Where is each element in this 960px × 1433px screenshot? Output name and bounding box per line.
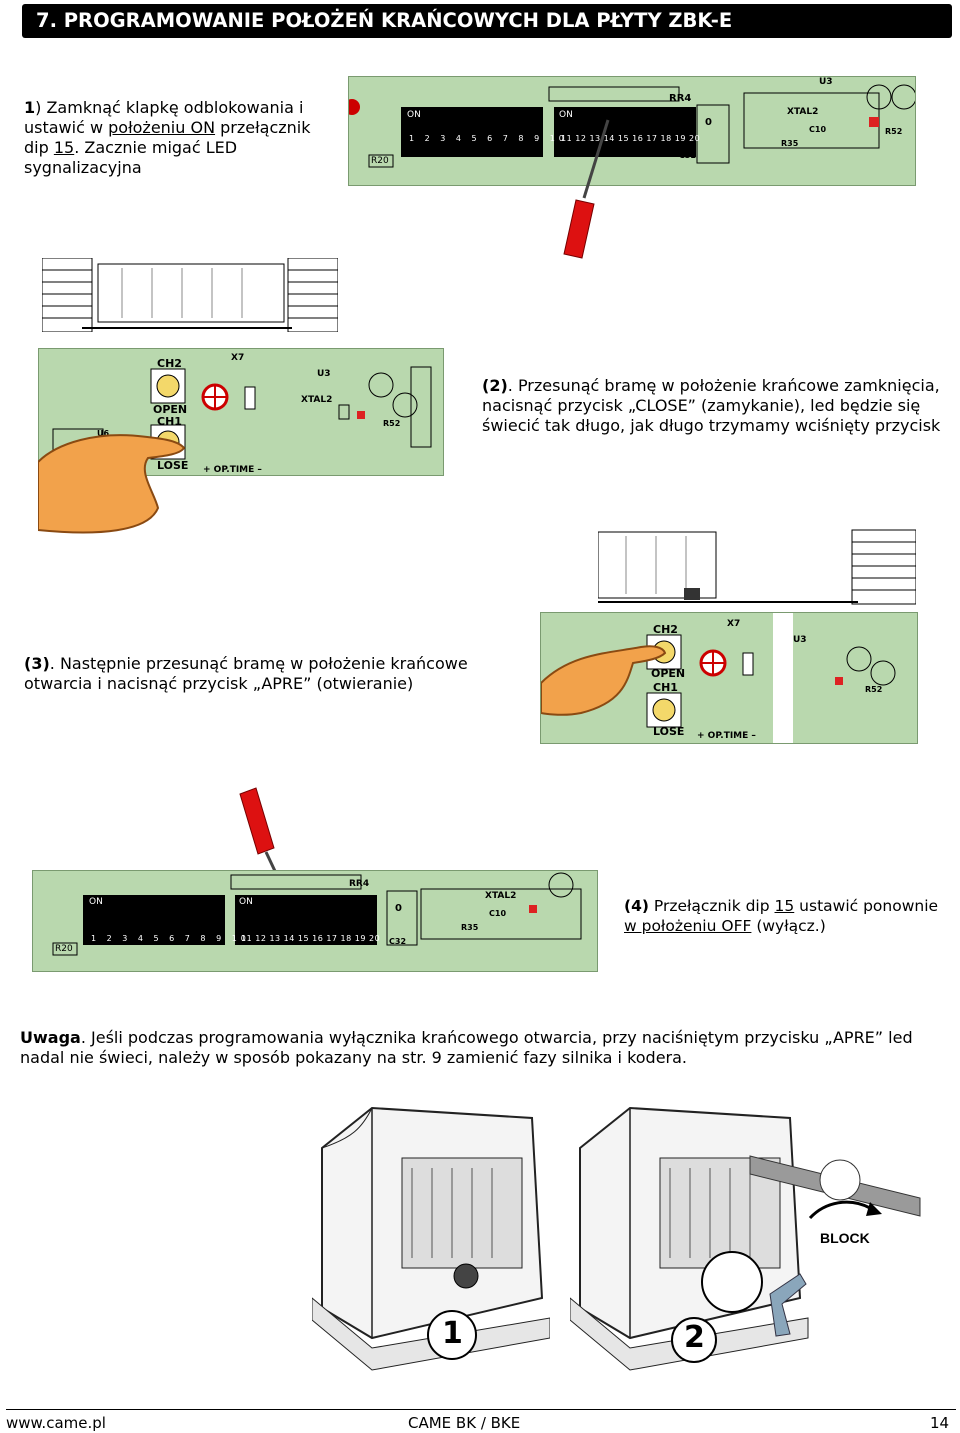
board-dip-drawing: RR4 — [349, 84, 915, 168]
ch1-label-2: CH1 — [653, 681, 678, 694]
dip-on-label-4: ON — [239, 897, 253, 907]
step2-text: (2). Przesunąć bramę w położenie krańcow… — [482, 376, 941, 435]
xtal2-label-3: XTAL2 — [485, 891, 517, 901]
optime-label: + OP.TIME – — [203, 465, 262, 475]
control-board-dip-image: RR4 ON ON U3 XTAL2 R20 0 C32 C10 R35 R52… — [348, 76, 916, 186]
xtal2-label-2: XTAL2 — [301, 395, 333, 405]
footer-divider — [6, 1409, 956, 1410]
u6-label: U6 — [97, 429, 110, 438]
c32-label-2: C32 — [389, 937, 407, 946]
r20-label: R20 — [371, 156, 389, 166]
c10-label: C10 — [809, 125, 827, 134]
x7-label-2: X7 — [727, 619, 741, 629]
footer-website[interactable]: www.came.pl — [6, 1414, 106, 1432]
dip-numbers-low: 1 2 3 4 5 6 7 8 9 10 — [409, 134, 568, 143]
rr4-label: RR4 — [669, 93, 691, 104]
ch2-label: CH2 — [157, 357, 182, 370]
r35-label: R35 — [781, 139, 799, 148]
open-label-2: OPEN — [651, 667, 686, 680]
xtal2-label: XTAL2 — [787, 107, 819, 117]
gate-closed-drawing — [42, 258, 338, 332]
dip-on-label-3: ON — [89, 897, 103, 907]
u3-label: U3 — [819, 77, 833, 87]
board-dip-drawing-2 — [52, 872, 582, 956]
u3-label-3: U3 — [793, 635, 807, 645]
dip-on-label-1: ON — [407, 110, 421, 120]
step-circle-1: 1 — [442, 1316, 463, 1351]
r52-label-3: R52 — [865, 685, 883, 694]
r35-label-2: R35 — [461, 923, 479, 932]
c10-label-2: C10 — [489, 909, 507, 918]
dip-numbers-high: 11 12 13 14 15 16 17 18 19 20 — [561, 134, 701, 143]
page-title: 7. PROGRAMOWANIE POŁOŻEŃ KRAŃCOWYCH DLA … — [22, 4, 952, 38]
hand-pointing-icon — [38, 434, 186, 534]
block-label: BLOCK — [820, 1230, 870, 1246]
gate-open-drawing — [598, 529, 916, 605]
dip-numbers-low-2: 1 2 3 4 5 6 7 8 9 10 — [91, 934, 250, 943]
r52-label-2: R52 — [383, 419, 401, 428]
zero-label-2: 0 — [395, 903, 402, 914]
step-circle-2: 2 — [684, 1320, 705, 1355]
dip-numbers-high-2: 11 12 13 14 15 16 17 18 19 20 — [241, 934, 381, 943]
r20-label-2: R20 — [55, 944, 73, 954]
ch2-label-2: CH2 — [653, 623, 678, 636]
zero-label: 0 — [705, 117, 712, 128]
gate-operator-unlock-drawing — [312, 1106, 550, 1371]
rr4-label-2: RR4 — [349, 879, 370, 889]
dip-on-label-2: ON — [559, 110, 573, 120]
close-label: LOSE — [157, 459, 189, 472]
open-label: OPEN — [153, 403, 188, 416]
note-text: Uwaga. Jeśli podczas programowania wyłąc… — [20, 1028, 913, 1067]
r52-label: R52 — [885, 127, 903, 136]
control-board-dip-image-2: ON ON RR4 XTAL2 R20 0 C32 C10 R35 1 2 3 … — [32, 870, 598, 972]
footer-page-number: 14 — [930, 1414, 950, 1432]
close-label-2: LOSE — [653, 725, 685, 738]
screwdriver-icon — [563, 119, 610, 259]
step3-text: (3). Następnie przesunąć bramę w położen… — [24, 654, 468, 693]
optime-label-2: + OP.TIME – — [697, 731, 756, 741]
u3-label-2: U3 — [317, 369, 331, 379]
board-buttons-drawing — [52, 349, 443, 475]
footer-model: CAME BK / BKE — [408, 1414, 521, 1432]
x7-label: X7 — [231, 353, 245, 363]
ch1-label: CH1 — [157, 415, 182, 428]
control-board-buttons-image-2: CH2 OPEN CH1 LOSE X7 + OP.TIME – U3 R52 — [540, 612, 918, 744]
c32-label: C32 — [679, 151, 697, 160]
gate-operator-block-drawing — [570, 1106, 921, 1371]
step1-text: 1) Zamknąć klapkę odblokowania i ustawić… — [24, 98, 311, 177]
step4-text: (4) Przełącznik dip 15 ustawić ponownie … — [624, 897, 939, 935]
board-buttons-drawing-2 — [541, 613, 896, 743]
